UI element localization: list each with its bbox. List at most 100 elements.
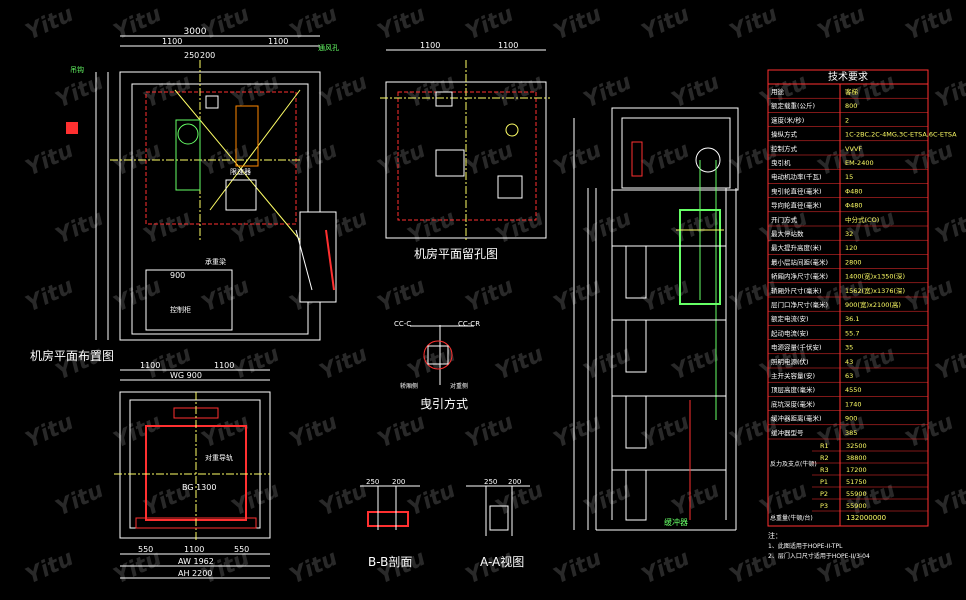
hoistway-plan <box>114 369 271 579</box>
spec-row-value: EM-2400 <box>845 159 874 167</box>
spec-note-1: 1、此图适用于HOPE-II-TPL <box>768 542 843 550</box>
spec-row-key: 速度(米/秒) <box>771 115 804 124</box>
watermark-text: Yitu <box>228 478 284 522</box>
watermark-text: Yitu <box>374 138 430 182</box>
watermark-text: Yitu <box>462 410 518 454</box>
spec-row-key: 操纵方式 <box>771 130 798 139</box>
hp-dim-550a: 550 <box>138 545 153 554</box>
bb-beam <box>367 511 409 527</box>
spec-row-value: 63 <box>845 372 853 380</box>
spec-row-value: 35 <box>845 344 853 352</box>
spec-row-key: 开门方式 <box>771 215 798 224</box>
watermark-text: Yitu <box>22 274 78 318</box>
watermark-text: Yitu <box>286 2 342 46</box>
title-machine-room-holes: 机房平面留孔图 <box>414 246 498 261</box>
mr-diagonal-1 <box>174 89 301 241</box>
spec-load-value: 55900 <box>846 490 867 498</box>
rp-sheave <box>423 340 453 370</box>
bb-dim-250: 250 <box>366 478 379 486</box>
spec-row-key: 层门口净尺寸(毫米) <box>771 300 828 309</box>
spec-load-value: 32500 <box>846 442 867 450</box>
watermark-text: Yitu <box>374 2 430 46</box>
spec-row-value: 1400(宽)x1350(深) <box>845 272 905 281</box>
spec-row-value: 32 <box>845 230 853 238</box>
spec-table-border <box>767 69 929 527</box>
watermark-text: Yitu <box>22 2 78 46</box>
watermark-text: Yitu <box>932 70 966 114</box>
aa-dim-250: 250 <box>484 478 497 486</box>
spec-load-key: R2 <box>820 454 829 462</box>
watermark-text: Yitu <box>198 274 254 318</box>
spec-row-key: 主开关容量(安) <box>771 371 815 380</box>
section-bb <box>360 485 420 530</box>
spec-row-value: 2800 <box>845 258 862 266</box>
rp-label-carside: 轿厢侧 <box>400 382 418 390</box>
watermark-text: Yitu <box>726 2 782 46</box>
mr-dim-1100b: 1100 <box>268 37 288 46</box>
spec-row-value: Φ480 <box>845 202 863 210</box>
mr-label-beam: 承重梁 <box>205 257 226 266</box>
spec-row-key: 顶层高度(毫米) <box>771 385 815 394</box>
machine-room-plan <box>95 35 337 341</box>
mh-hole-2 <box>497 175 523 199</box>
spec-row-value: 120 <box>845 244 857 252</box>
watermark-text: Yitu <box>286 546 342 590</box>
hs-door-2 <box>625 319 647 373</box>
watermark-text: Yitu <box>668 342 724 386</box>
watermark-text: Yitu <box>902 410 958 454</box>
watermark-text: Yitu <box>550 138 606 182</box>
spec-load-value: 55900 <box>846 502 867 510</box>
watermark-text: Yitu <box>52 70 108 114</box>
watermark-text: Yitu <box>374 274 430 318</box>
mr-label-hook: 吊钩 <box>70 65 84 74</box>
spec-row-key: 底坑深度(毫米) <box>771 399 815 408</box>
mr-marker-red <box>66 122 78 134</box>
hp-dim-ah: AH 2200 <box>178 569 212 578</box>
watermark-text: Yitu <box>286 410 342 454</box>
rp-label-cccr: CC-CR <box>458 320 480 328</box>
watermark-text: Yitu <box>462 2 518 46</box>
spec-row-value: 55.7 <box>845 329 859 337</box>
title-machine-room-plan: 机房平面布置图 <box>30 348 114 363</box>
spec-row-key: 额定载重(公斤) <box>771 101 815 110</box>
spec-row-value: 385 <box>845 429 857 437</box>
watermark-text: Yitu <box>668 478 724 522</box>
spec-load-key: P2 <box>820 490 828 498</box>
spec-row-key: 缓冲器距离(毫米) <box>771 414 822 423</box>
mr-label-speedgov: 限速器 <box>230 167 251 176</box>
spec-row-value: 800 <box>845 102 857 110</box>
watermark-text: Yitu <box>550 410 606 454</box>
hp-door-sill <box>135 517 257 529</box>
watermark-text: Yitu <box>316 70 372 114</box>
watermark-text: Yitu <box>404 478 460 522</box>
watermark-text: Yitu <box>902 2 958 46</box>
spec-total-label: 总重量(牛顿/台) <box>770 514 813 522</box>
watermark-text: Yitu <box>22 546 78 590</box>
watermark-text: Yitu <box>814 2 870 46</box>
mh-hole-1 <box>435 149 465 177</box>
hs-door-4 <box>625 469 647 521</box>
mr-dim-900: 900 <box>170 271 185 280</box>
spec-total-value: 132000000 <box>846 514 886 522</box>
mr-diagonal-2 <box>209 89 301 211</box>
hp-dim-aw: AW 1962 <box>178 557 214 566</box>
mr-dim-1100a: 1100 <box>162 37 182 46</box>
spec-title: 技术要求 <box>828 70 868 83</box>
spec-row-key: 最大提升高度(米) <box>771 243 822 252</box>
watermark-text: Yitu <box>52 478 108 522</box>
hs-sheave <box>695 147 721 173</box>
mr-sheave <box>177 123 199 145</box>
spec-row-value: 36.1 <box>845 315 859 323</box>
spec-row-value: Φ480 <box>845 187 863 195</box>
hs-machine-room-outer <box>611 107 739 191</box>
hs-label-buffer: 缓冲器 <box>664 517 688 527</box>
watermark-text: Yitu <box>902 274 958 318</box>
spec-row-value: VVVF <box>845 145 862 153</box>
spec-row-value: 1562(宽)x1376(深) <box>845 286 905 295</box>
watermark-text: Yitu <box>462 274 518 318</box>
watermark-text: Yitu <box>932 342 966 386</box>
watermark-text: Yitu <box>580 70 636 114</box>
mr-dim-200: 200 <box>200 51 215 60</box>
